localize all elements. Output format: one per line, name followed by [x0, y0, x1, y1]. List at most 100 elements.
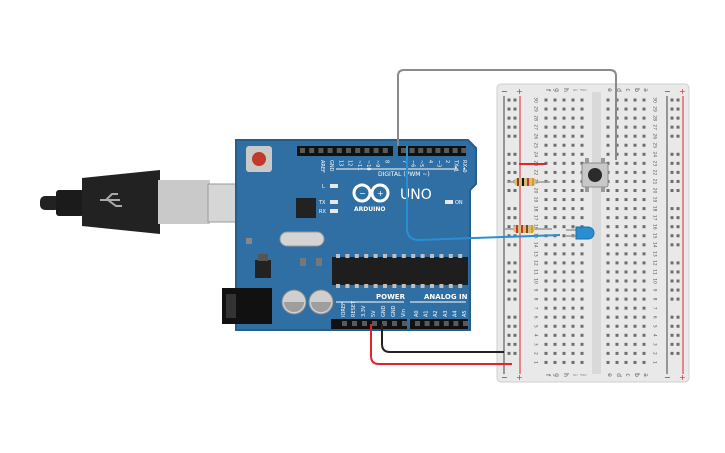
breadboard-hole[interactable]: [571, 189, 575, 192]
breadboard-hole[interactable]: [642, 125, 646, 129]
breadboard-hole[interactable]: [580, 342, 584, 346]
breadboard-hole[interactable]: [544, 189, 548, 192]
breadboard-hole[interactable]: [606, 360, 610, 364]
breadboard-hole[interactable]: [562, 134, 566, 138]
breadboard-hole[interactable]: [544, 170, 548, 174]
breadboard-hole[interactable]: [615, 270, 619, 274]
digital-pin[interactable]: [373, 148, 379, 153]
breadboard-hole[interactable]: [571, 243, 575, 247]
breadboard-hole[interactable]: [624, 360, 628, 364]
rail-hole[interactable]: [507, 324, 511, 328]
rail-hole[interactable]: [676, 261, 680, 265]
rail-hole[interactable]: [507, 107, 511, 111]
breadboard-hole[interactable]: [580, 143, 584, 147]
breadboard-hole[interactable]: [571, 360, 575, 364]
breadboard-hole[interactable]: [544, 107, 548, 111]
breadboard-hole[interactable]: [633, 125, 637, 129]
rail-hole[interactable]: [670, 134, 674, 138]
breadboard-hole[interactable]: [633, 225, 637, 229]
breadboard-hole[interactable]: [553, 342, 557, 346]
breadboard-hole[interactable]: [633, 351, 637, 355]
breadboard-hole[interactable]: [624, 315, 628, 319]
rail-hole[interactable]: [676, 225, 680, 229]
rail-hole[interactable]: [676, 270, 680, 274]
breadboard-hole[interactable]: [615, 207, 619, 211]
breadboard-hole[interactable]: [553, 270, 557, 274]
rail-hole[interactable]: [513, 351, 517, 355]
breadboard-hole[interactable]: [580, 216, 584, 220]
breadboard-hole[interactable]: [544, 360, 548, 364]
breadboard-hole[interactable]: [606, 333, 610, 337]
breadboard-hole[interactable]: [606, 225, 610, 229]
breadboard-hole[interactable]: [571, 297, 575, 301]
rail-hole[interactable]: [513, 297, 517, 301]
breadboard-hole[interactable]: [544, 324, 548, 328]
breadboard-hole[interactable]: [606, 216, 610, 220]
bottom-pin-holes[interactable]: [342, 321, 468, 326]
breadboard-hole[interactable]: [615, 306, 619, 310]
rail-hole[interactable]: [676, 333, 680, 337]
rail-hole[interactable]: [670, 270, 674, 274]
breadboard-hole[interactable]: [642, 116, 646, 120]
breadboard-hole[interactable]: [606, 270, 610, 274]
breadboard-hole[interactable]: [571, 270, 575, 274]
digital-pin[interactable]: [409, 148, 415, 153]
digital-pin[interactable]: [426, 148, 432, 153]
breadboard-hole[interactable]: [642, 98, 646, 102]
breadboard-hole[interactable]: [562, 333, 566, 337]
power-pin[interactable]: [362, 321, 367, 326]
breadboard-hole[interactable]: [642, 207, 646, 211]
breadboard-hole[interactable]: [553, 261, 557, 265]
breadboard-hole[interactable]: [615, 198, 619, 202]
breadboard-hole[interactable]: [642, 333, 646, 337]
breadboard-hole[interactable]: [624, 134, 628, 138]
analog-pin[interactable]: [443, 321, 449, 326]
breadboard-hole[interactable]: [544, 252, 548, 256]
breadboard-hole[interactable]: [580, 252, 584, 256]
breadboard-hole[interactable]: [562, 143, 566, 147]
breadboard-hole[interactable]: [633, 324, 637, 328]
rail-hole[interactable]: [507, 342, 511, 346]
rail-hole[interactable]: [676, 170, 680, 174]
breadboard-hole[interactable]: [633, 179, 637, 183]
breadboard-hole[interactable]: [615, 189, 619, 192]
breadboard-hole[interactable]: [615, 243, 619, 247]
digital-pin[interactable]: [382, 148, 388, 153]
breadboard-hole[interactable]: [624, 243, 628, 247]
breadboard-hole[interactable]: [580, 360, 584, 364]
breadboard-hole[interactable]: [624, 234, 628, 238]
breadboard-hole[interactable]: [553, 179, 557, 183]
breadboard-hole[interactable]: [580, 324, 584, 328]
rail-hole[interactable]: [676, 297, 680, 301]
rail-hole[interactable]: [507, 243, 511, 247]
rail-hole[interactable]: [507, 297, 511, 301]
rail-hole[interactable]: [513, 161, 517, 165]
breadboard-hole[interactable]: [553, 207, 557, 211]
breadboard-hole[interactable]: [642, 234, 646, 238]
breadboard-hole[interactable]: [580, 351, 584, 355]
breadboard-hole[interactable]: [633, 98, 637, 102]
breadboard-hole[interactable]: [553, 279, 557, 283]
rail-hole[interactable]: [670, 261, 674, 265]
breadboard-hole[interactable]: [544, 134, 548, 138]
breadboard-hole[interactable]: [562, 107, 566, 111]
breadboard-hole[interactable]: [553, 324, 557, 328]
breadboard-hole[interactable]: [624, 125, 628, 129]
breadboard-hole[interactable]: [544, 342, 548, 346]
rail-hole[interactable]: [507, 261, 511, 265]
breadboard-hole[interactable]: [615, 315, 619, 319]
breadboard-hole[interactable]: [615, 360, 619, 364]
rail-hole[interactable]: [507, 234, 511, 238]
breadboard-hole[interactable]: [633, 342, 637, 346]
rail-hole[interactable]: [513, 333, 517, 337]
breadboard-hole[interactable]: [580, 279, 584, 283]
rail-hole[interactable]: [670, 125, 674, 129]
breadboard-hole[interactable]: [615, 288, 619, 292]
breadboard-hole[interactable]: [553, 351, 557, 355]
rail-hole[interactable]: [670, 315, 674, 319]
breadboard-hole[interactable]: [580, 134, 584, 138]
breadboard-hole[interactable]: [633, 288, 637, 292]
breadboard-hole[interactable]: [606, 252, 610, 256]
rail-hole[interactable]: [670, 170, 674, 174]
breadboard-hole[interactable]: [624, 252, 628, 256]
